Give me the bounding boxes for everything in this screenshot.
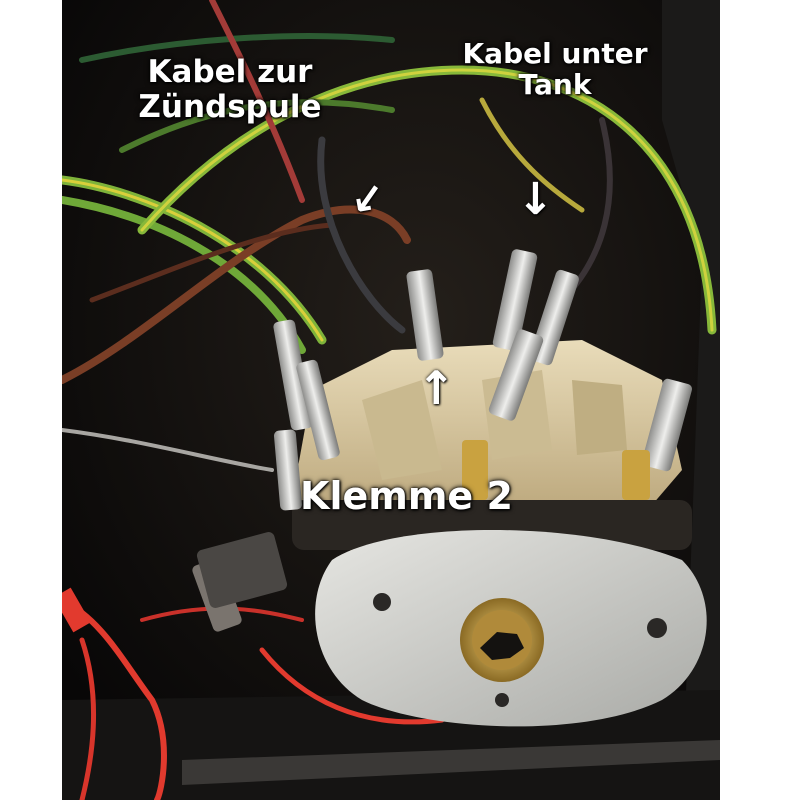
ignition-switch-photo: ↓ ↓ ↑ [62, 0, 720, 800]
arrow-up-icon: ↑ [417, 361, 456, 415]
ignition-coil-cable-label-line1: Kabel zur [147, 54, 313, 90]
mounting-plate [315, 530, 707, 727]
photo-illustration [62, 0, 720, 800]
ignition-coil-cable-label-line2: Zündspule [138, 88, 322, 125]
under-tank-cable-label: Kabel unter Tank [425, 38, 685, 101]
under-tank-cable-label-line1: Kabel unter [462, 37, 648, 70]
ignition-coil-cable-label: Kabel zur Zündspule [110, 55, 350, 124]
terminal-2-label: Klemme 2 [300, 474, 513, 518]
left-connector [62, 532, 288, 633]
rail-highlight [182, 740, 720, 785]
wire-bundle [62, 0, 717, 800]
under-tank-cable-label-line2: Tank [518, 68, 592, 102]
arrow-down-icon: ↓ [517, 174, 554, 225]
frame-panel [662, 0, 720, 800]
terminal-lugs [192, 249, 693, 632]
